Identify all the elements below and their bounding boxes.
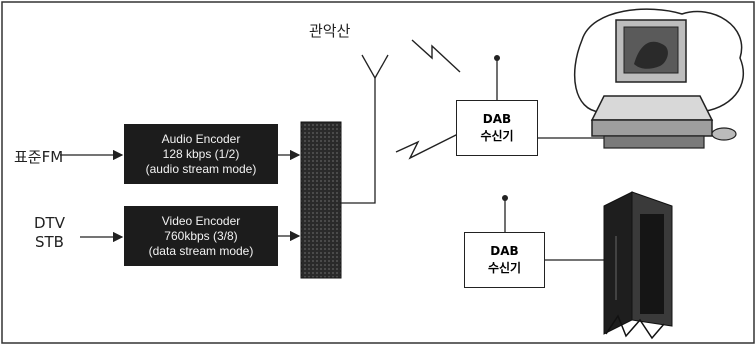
- dtv-label-line2: STB: [35, 233, 64, 251]
- fm-input-label: 표준FM: [14, 148, 64, 166]
- computer-clipart-icon: [574, 8, 745, 149]
- dab-receiver-2: DAB 수신기: [464, 232, 545, 288]
- dab-receiver-1-line1: DAB: [482, 112, 512, 126]
- audio-encoder-title: Audio Encoder: [161, 131, 241, 146]
- speaker-clipart-icon: [603, 191, 673, 340]
- dab-receiver-1-line2: 수신기: [480, 129, 514, 143]
- multiplexer-block: [300, 121, 342, 279]
- dtv-stb-label: DTV STB: [34, 214, 65, 252]
- antenna-icon: [361, 54, 389, 79]
- dab-receiver-2-line2: 수신기: [487, 261, 522, 275]
- video-encoder-block: Video Encoder 760kbps (3/8) (data stream…: [124, 206, 278, 266]
- receiver-antenna-tip-2: [502, 195, 508, 201]
- receiver-antenna-tip-1: [494, 55, 500, 61]
- antenna-site-label: 관악산: [309, 22, 351, 40]
- dab-receiver-1: DAB 수신기: [456, 100, 538, 156]
- audio-encoder-block: Audio Encoder 128 kbps (1/2) (audio stre…: [124, 124, 278, 184]
- video-encoder-mode: (data stream mode): [148, 243, 254, 258]
- audio-encoder-rate: 128 kbps (1/2): [162, 146, 240, 161]
- lightning-icon: [411, 39, 461, 73]
- dtv-label-line1: DTV: [34, 214, 65, 232]
- video-encoder-rate: 760kbps (3/8): [164, 228, 238, 243]
- lightning-icon: [395, 131, 463, 160]
- mux-to-antenna-line: [341, 78, 376, 204]
- audio-encoder-mode: (audio stream mode): [145, 161, 257, 176]
- video-encoder-title: Video Encoder: [161, 213, 241, 228]
- dab-receiver-2-line1: DAB: [490, 244, 519, 258]
